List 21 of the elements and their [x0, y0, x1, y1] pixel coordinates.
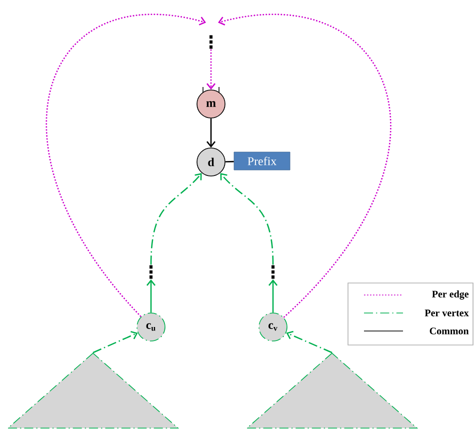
arrow: [206, 49, 216, 90]
legend-label: Common: [430, 328, 469, 334]
prefix-box: Prefix: [234, 152, 290, 170]
merge-node: m: [196, 86, 226, 118]
arrow: [286, 330, 332, 354]
legend-label: Per edge: [432, 290, 469, 300]
vertical-ellipsis: ⋮: [209, 35, 213, 49]
vertex-node: c$_{u}$: [136, 312, 166, 342]
arrow: [218, 14, 392, 318]
vertex-node: c$_{v}$: [258, 312, 288, 342]
arrow: [92, 330, 138, 354]
arrow: [268, 279, 278, 313]
arrow: [206, 118, 216, 148]
arrow: [220, 173, 274, 265]
circle-node: d: [196, 148, 226, 176]
arrow: [150, 173, 202, 265]
legend-label: Per vertex: [424, 310, 469, 316]
arrow: [146, 279, 156, 313]
vertical-ellipsis: ⋮: [271, 265, 275, 279]
arrow: [46, 14, 206, 318]
vertical-ellipsis: ⋮: [149, 265, 153, 279]
